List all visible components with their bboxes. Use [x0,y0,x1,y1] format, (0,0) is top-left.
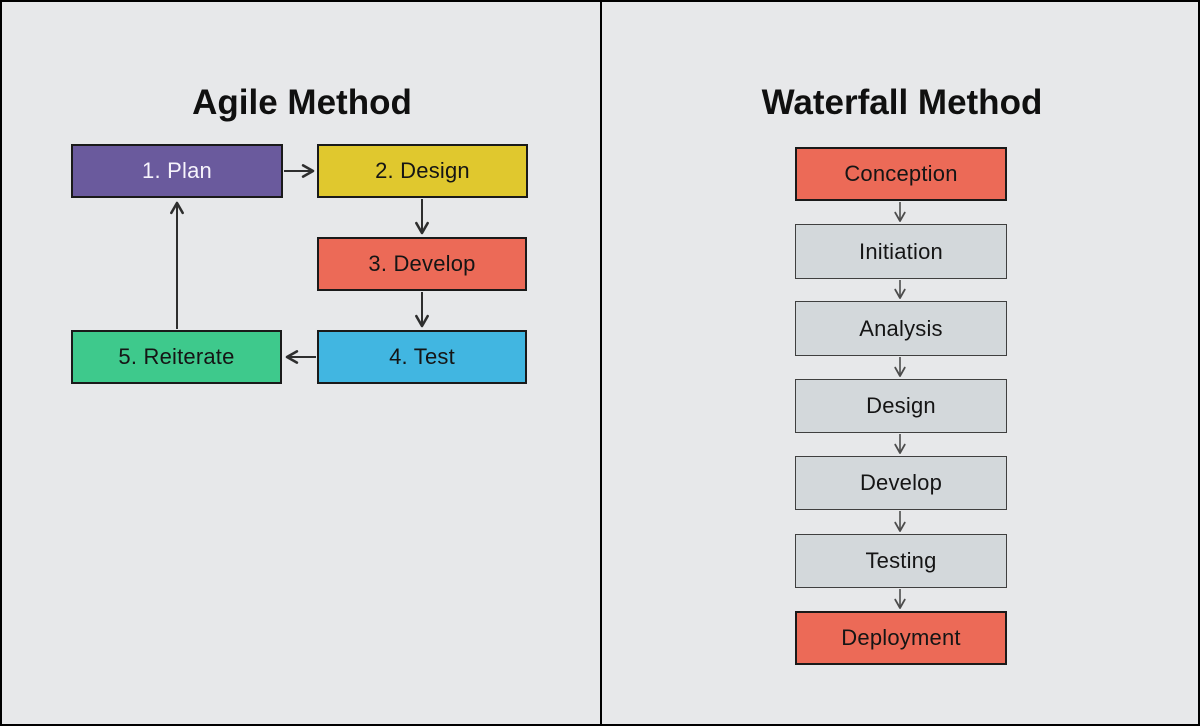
waterfall-title: Waterfall Method [761,83,1043,123]
flow-node-agile-develop: 3. Develop [317,237,527,291]
flow-node-label: 1. Plan [142,158,212,183]
flow-node-waterfall-deployment: Deployment [795,611,1007,665]
flow-node-label: Design [866,393,936,418]
flow-node-waterfall-conception: Conception [795,147,1007,201]
agile-title: Agile Method [192,83,412,123]
flow-node-waterfall-testing: Testing [795,534,1007,588]
flow-node-waterfall-analysis: Analysis [795,301,1007,356]
panel-divider [600,2,602,724]
flow-node-label: Deployment [841,625,961,650]
flow-node-waterfall-initiation: Initiation [795,224,1007,279]
flow-node-agile-plan: 1. Plan [71,144,283,198]
flow-node-label: 2. Design [375,158,470,183]
flow-node-label: 3. Develop [368,251,476,276]
flow-node-label: Conception [844,161,958,186]
flow-node-label: Initiation [859,238,943,264]
flow-node-label: Develop [859,470,943,495]
flow-node-label: Analysis [859,315,943,341]
flow-node-agile-design: 2. Design [317,144,528,198]
flow-node-label: 4. Test [389,344,455,369]
flow-node-label: Testing [865,548,937,573]
flow-node-label: 5. Reiterate [118,344,235,369]
flow-node-agile-reiterate: 5. Reiterate [71,330,282,384]
flow-node-agile-test: 4. Test [317,330,527,384]
flow-node-waterfall-develop: Develop [795,456,1007,510]
flow-node-waterfall-design: Design [795,379,1007,433]
